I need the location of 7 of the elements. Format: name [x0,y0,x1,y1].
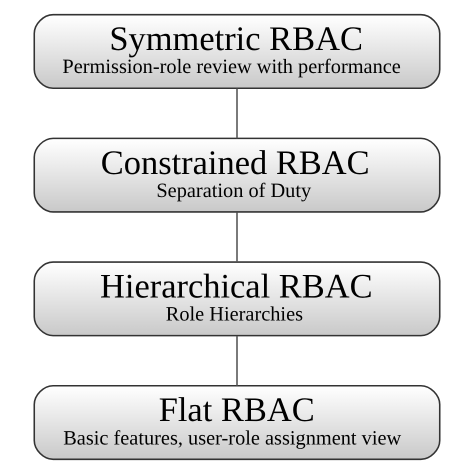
connector [236,336,238,386]
node-box: Flat RBAC Basic features, user-role assignment view [33,384,441,460]
node-box: Hierarchical RBAC Role Hierarchies [33,261,441,336]
node-box: Constrained RBAC Separation of Duty [33,138,441,213]
connector [236,88,238,138]
connector [236,212,238,262]
node-box: Symmetric RBAC Permission-role review with performance [33,14,441,90]
